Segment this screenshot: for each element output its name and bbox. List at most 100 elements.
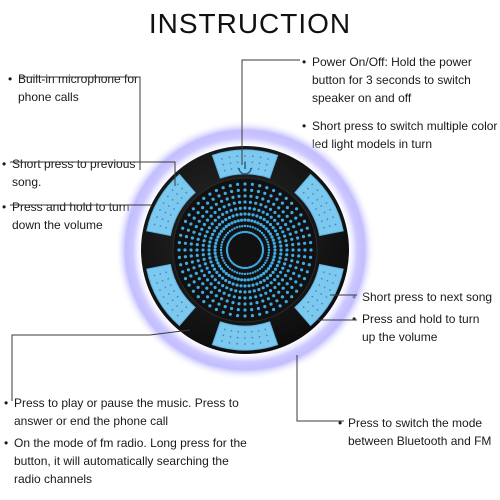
grille-dot xyxy=(215,270,219,274)
grille-dot xyxy=(251,213,255,217)
grille-dot xyxy=(277,282,281,286)
button-texture-dot xyxy=(332,282,334,284)
button-texture-dot xyxy=(173,208,175,210)
button-texture-dot xyxy=(185,306,188,309)
grille-dot xyxy=(256,269,259,272)
next-button[interactable] xyxy=(294,173,344,237)
grille-dot xyxy=(238,296,242,300)
grille-dot xyxy=(207,252,211,256)
button-texture-dot xyxy=(312,305,314,307)
grille-dot xyxy=(217,207,222,211)
button-texture-dot xyxy=(244,161,246,163)
grille-dot xyxy=(187,283,191,287)
grille-dot xyxy=(248,296,252,300)
grille-dot xyxy=(273,245,277,249)
button-texture-dot xyxy=(302,191,305,194)
button-texture-dot xyxy=(323,226,325,229)
button-texture-dot xyxy=(328,225,331,228)
grille-dot xyxy=(252,289,256,293)
grille-dot xyxy=(196,201,200,205)
grille-dot xyxy=(301,261,306,265)
button-texture-dot xyxy=(320,205,323,207)
note-microphone: •Built-in microphone for phone calls xyxy=(8,70,158,106)
button-texture-dot xyxy=(251,336,254,339)
button-texture-dot xyxy=(323,211,326,214)
grille-dot xyxy=(250,188,254,192)
grille-dot xyxy=(256,189,260,194)
grille-dot xyxy=(249,194,253,198)
grille-dot xyxy=(279,248,283,252)
power-button[interactable] xyxy=(211,149,279,179)
grille-dot xyxy=(183,248,187,252)
button-texture-dot xyxy=(265,163,268,166)
grille-dot xyxy=(226,242,230,246)
button-texture-dot xyxy=(311,183,314,186)
grille-dot xyxy=(260,241,263,244)
grille-dot xyxy=(255,195,259,199)
grille-dot xyxy=(280,201,284,205)
grille-dot xyxy=(259,280,263,284)
grille-dot xyxy=(252,207,256,211)
play-button[interactable] xyxy=(211,321,279,351)
grille-dot xyxy=(256,275,260,279)
button-texture-dot xyxy=(328,273,331,275)
grille-dot xyxy=(258,230,262,233)
grille-dot xyxy=(275,299,279,303)
grille-dot xyxy=(241,230,245,234)
grille-dot xyxy=(221,310,225,314)
note-led: •Short press to switch multiple color le… xyxy=(302,119,498,151)
note-microphone-line2: phone calls xyxy=(18,90,79,104)
grille-dot xyxy=(248,200,252,204)
mode-button[interactable] xyxy=(294,263,344,327)
button-texture-dot xyxy=(264,328,267,331)
grille-dot xyxy=(179,263,183,267)
note-next-line1: Short press to next song xyxy=(362,290,493,304)
grille-dot xyxy=(225,248,229,252)
grille-dot xyxy=(229,288,233,292)
button-texture-dot xyxy=(316,189,319,192)
grille-dot xyxy=(249,272,252,275)
speaker-grille xyxy=(177,182,313,318)
grille-dot xyxy=(230,306,234,311)
grille-dot xyxy=(262,233,265,237)
button-texture-dot xyxy=(325,202,328,204)
grille-dot xyxy=(292,225,296,229)
grille-dot xyxy=(195,243,199,247)
note-previous-song: •Short press to previous song. xyxy=(2,155,152,191)
grille-dot xyxy=(215,238,219,242)
grille-dot xyxy=(231,282,235,286)
grille-dot xyxy=(196,259,200,263)
grille-dot xyxy=(269,194,273,198)
grille-dot xyxy=(200,227,204,231)
grille-dot xyxy=(243,218,247,222)
grille-dot xyxy=(201,290,205,294)
grille-dot xyxy=(231,195,235,199)
button-texture-dot xyxy=(258,162,261,165)
grille-dot xyxy=(211,197,215,201)
grille-dot xyxy=(255,301,259,305)
grille-dot xyxy=(198,232,202,236)
grille-dot xyxy=(309,248,313,252)
note-play-line1: Press to play or pause the music. Press … xyxy=(14,396,239,410)
grille-dot xyxy=(292,271,296,275)
grille-dot xyxy=(243,278,247,282)
grille-dot xyxy=(266,267,271,271)
button-texture-dot xyxy=(326,279,329,282)
grille-dot xyxy=(256,228,259,231)
grille-dot xyxy=(278,192,282,196)
grille-dot xyxy=(209,282,213,286)
led-button[interactable] xyxy=(146,173,196,237)
grille-dot xyxy=(265,212,269,216)
grille-dot xyxy=(268,289,273,293)
previous-button[interactable] xyxy=(146,263,196,327)
grille-dot xyxy=(205,266,209,270)
grille-dot xyxy=(231,301,235,305)
grille-dot xyxy=(197,277,201,281)
button-texture-dot xyxy=(222,163,225,166)
grille-dot xyxy=(229,237,233,240)
grille-dot xyxy=(247,266,251,269)
grille-dot xyxy=(191,289,195,293)
grille-dot xyxy=(214,241,218,245)
grille-dot xyxy=(256,221,260,225)
grille-dot xyxy=(295,207,299,211)
